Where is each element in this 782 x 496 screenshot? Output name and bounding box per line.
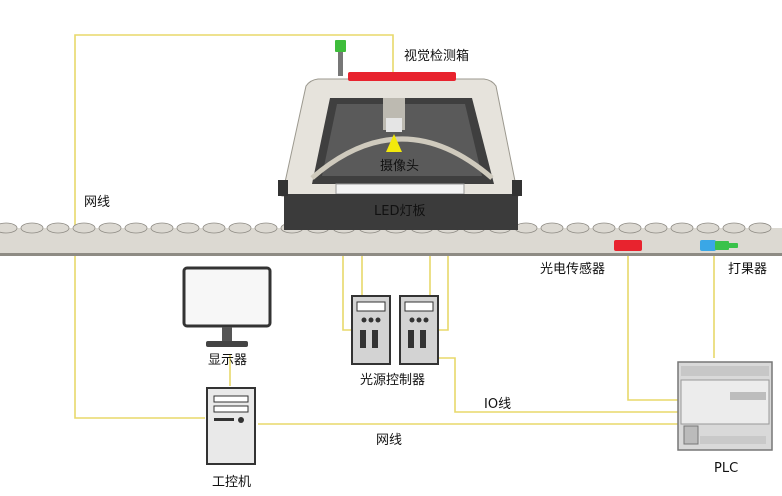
conveyor-roller bbox=[124, 222, 148, 234]
sensor-cable bbox=[627, 250, 680, 401]
industrial-pc-label: 工控机 bbox=[212, 475, 252, 490]
camera-label: 摄像头 bbox=[380, 159, 420, 174]
conveyor-roller bbox=[0, 222, 18, 234]
network-cable-left-label: 网线 bbox=[84, 195, 111, 210]
photo-sensor-label: 光电传感器 bbox=[540, 262, 606, 277]
monitor-label: 显示器 bbox=[208, 353, 248, 368]
conveyor-roller bbox=[228, 222, 252, 234]
light-controllers bbox=[351, 295, 439, 365]
monitor-device bbox=[182, 266, 272, 347]
conveyor-roller bbox=[670, 222, 694, 234]
conveyor-roller bbox=[72, 222, 96, 234]
conveyor-roller bbox=[748, 222, 772, 234]
network-cable-left bbox=[74, 34, 394, 419]
light-controller-label: 光源控制器 bbox=[360, 373, 426, 388]
led-board-label: LED灯板 bbox=[374, 204, 426, 219]
conveyor-roller bbox=[254, 222, 278, 234]
light-controller-2 bbox=[399, 295, 439, 365]
marker-label: 打果器 bbox=[728, 262, 768, 277]
plc-device bbox=[677, 361, 773, 451]
conveyor-roller bbox=[592, 222, 616, 234]
conveyor-roller bbox=[202, 222, 226, 234]
conveyor bbox=[0, 222, 782, 256]
conveyor-roller bbox=[150, 222, 174, 234]
conveyor-roller bbox=[98, 222, 122, 234]
conveyor-roller bbox=[176, 222, 200, 234]
industrial-pc-device bbox=[206, 387, 256, 465]
vision-box bbox=[278, 40, 522, 230]
conveyor-roller bbox=[20, 222, 44, 234]
io-cable bbox=[438, 357, 680, 413]
network-cable-bottom-label: 网线 bbox=[376, 433, 403, 448]
photo-sensor-device bbox=[614, 240, 642, 251]
conveyor-roller bbox=[644, 222, 668, 234]
conveyor-roller bbox=[618, 222, 642, 234]
conveyor-roller bbox=[566, 222, 590, 234]
conveyor-roller bbox=[46, 222, 70, 234]
light-controller-1 bbox=[351, 295, 391, 365]
conveyor-roller bbox=[722, 222, 746, 234]
io-cable-label: IO线 bbox=[484, 397, 512, 412]
conveyor-roller bbox=[540, 222, 564, 234]
plc-label: PLC bbox=[714, 461, 739, 476]
conveyor-roller bbox=[696, 222, 720, 234]
conveyor-roller bbox=[514, 222, 538, 234]
vision-box-label: 视觉检测箱 bbox=[404, 49, 470, 64]
marker-device bbox=[700, 240, 738, 251]
